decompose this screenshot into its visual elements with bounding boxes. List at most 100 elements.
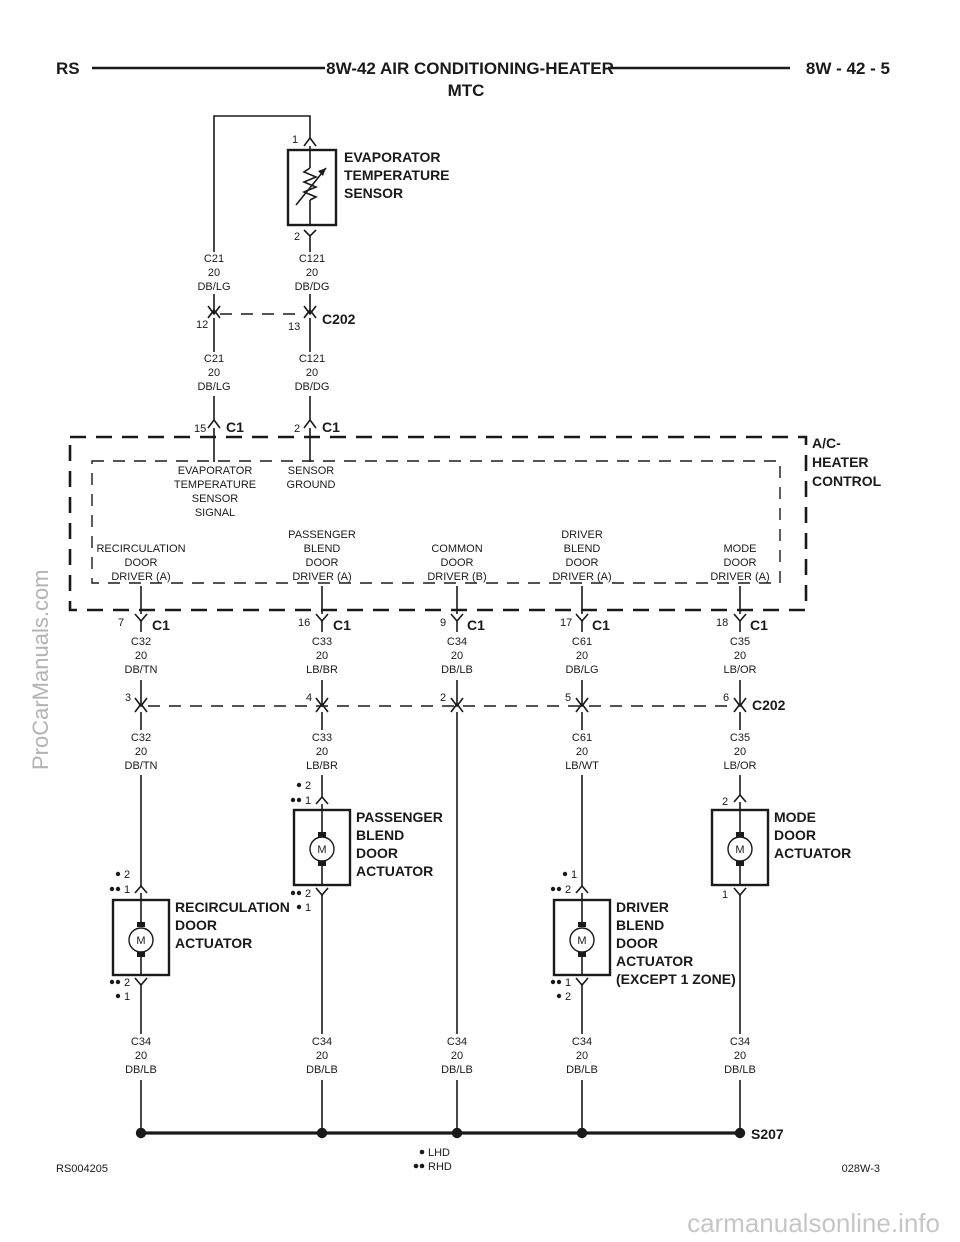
wire-label: DB/DG xyxy=(295,281,330,293)
function-label: DRIVER (A) xyxy=(552,571,611,583)
function-label: BLEND xyxy=(304,543,341,555)
pin-label: 3 xyxy=(125,692,131,704)
header-title-line1: 8W-42 AIR CONDITIONING-HEATER xyxy=(326,59,614,78)
function-label: DOOR xyxy=(125,557,158,569)
wire-label: 20 xyxy=(734,746,746,758)
pin-label: 2 xyxy=(294,423,300,435)
passenger-actuator-label: PASSENGER xyxy=(356,809,443,825)
pin-label: 1 xyxy=(722,889,728,901)
wire-label: C121 xyxy=(299,353,325,365)
wire-label: C61 xyxy=(572,732,592,744)
function-label: DRIVER (B) xyxy=(427,571,486,583)
wire-label: 20 xyxy=(208,367,220,379)
wire-label: C34 xyxy=(131,1036,151,1048)
wire-label: DB/TN xyxy=(125,664,158,676)
legend-lhd: LHD xyxy=(428,1147,450,1159)
motor-symbol: M xyxy=(577,935,586,947)
connector-c1-label: C1 xyxy=(152,617,170,633)
wire-label: DB/LB xyxy=(724,1064,756,1076)
evap-sensor-label: EVAPORATOR xyxy=(344,149,440,165)
function-label: DRIVER (A) xyxy=(292,571,351,583)
wire-label: 20 xyxy=(734,650,746,662)
figure-reference: 028W-3 xyxy=(842,1163,880,1175)
wire-label: DB/LB xyxy=(441,664,473,676)
recirc-actuator-label: ACTUATOR xyxy=(175,935,252,951)
wire-label: LB/WT xyxy=(565,760,599,772)
pin-label: 13 xyxy=(288,321,300,333)
wire-label: 20 xyxy=(306,367,318,379)
wire-label: DB/LB xyxy=(566,1064,598,1076)
control-label: CONTROL xyxy=(812,473,882,489)
evap-sensor-label: SENSOR xyxy=(344,185,403,201)
wire-label: LB/OR xyxy=(723,664,756,676)
mode-actuator-label: DOOR xyxy=(774,827,816,843)
pin-label: 16 xyxy=(298,617,310,629)
pin-label: 18 xyxy=(716,617,728,629)
pin-label: 15 xyxy=(194,423,206,435)
motor-symbol: M xyxy=(735,844,744,856)
motor-symbol: M xyxy=(317,844,326,856)
wire-label: C21 xyxy=(204,353,224,365)
pin-label: 2 xyxy=(294,231,300,243)
driver-actuator-label: (EXCEPT 1 ZONE) xyxy=(616,971,736,987)
pin-label: 6 xyxy=(723,692,729,704)
connector-c1-label: C1 xyxy=(592,617,610,633)
wire-label: 20 xyxy=(316,1050,328,1062)
function-label: COMMON xyxy=(431,543,482,555)
legend-rhd: RHD xyxy=(428,1161,452,1173)
pin-label: 2 xyxy=(565,991,571,1003)
mode-actuator-label: ACTUATOR xyxy=(774,845,851,861)
mode-actuator-label: MODE xyxy=(774,809,816,825)
wire-label: C21 xyxy=(204,253,224,265)
wire-label: 20 xyxy=(451,1050,463,1062)
wire-c21-upper xyxy=(213,115,311,252)
wire-label: LB/OR xyxy=(723,760,756,772)
splice-s207-label: S207 xyxy=(751,1126,784,1142)
motor-symbol: M xyxy=(136,935,145,947)
wire-label: DB/LG xyxy=(197,381,230,393)
driver-blend-door-actuator-box: M xyxy=(552,898,612,977)
wire-label: 20 xyxy=(576,1050,588,1062)
wire-label: 20 xyxy=(316,650,328,662)
function-label: DRIVER (A) xyxy=(710,571,769,583)
wire-label: C34 xyxy=(572,1036,592,1048)
function-label: DOOR xyxy=(306,557,339,569)
wire-label: C34 xyxy=(447,636,467,648)
bottom-watermark: carmanualsonline.info xyxy=(687,1208,940,1238)
wire-label: 20 xyxy=(316,746,328,758)
wire-label: DB/LB xyxy=(125,1064,157,1076)
pin-label: 1 xyxy=(565,977,571,989)
passenger-actuator-label: DOOR xyxy=(356,845,398,861)
c202-lower-connector xyxy=(134,680,747,713)
pin-label: 2 xyxy=(305,888,311,900)
pin-label: 1 xyxy=(305,795,311,807)
driver-actuator-label: DOOR xyxy=(616,935,658,951)
driver-actuator-label: BLEND xyxy=(616,917,664,933)
function-label: PASSENGER xyxy=(288,529,356,541)
mode-door-actuator-box: M xyxy=(710,808,770,887)
pin-label: 2 xyxy=(305,780,311,792)
wire-label: C35 xyxy=(730,732,750,744)
pin-label: 9 xyxy=(440,617,446,629)
pin-label: 1 xyxy=(124,991,130,1003)
pin-label: 5 xyxy=(565,692,571,704)
connector-c202-lower: C202 xyxy=(752,697,786,713)
driver-actuator-label: ACTUATOR xyxy=(616,953,693,969)
wire-label: C34 xyxy=(730,1036,750,1048)
wire-label: C33 xyxy=(312,636,332,648)
recirculation-door-actuator-box: M xyxy=(111,898,171,977)
evap-sensor-label: TEMPERATURE xyxy=(344,167,450,183)
ac-heater-control-module xyxy=(68,435,808,612)
function-label: EVAPORATOR xyxy=(178,465,253,477)
pin-label: 2 xyxy=(565,884,571,896)
function-label: DRIVER (A) xyxy=(111,571,170,583)
function-label: DOOR xyxy=(566,557,599,569)
function-label: TEMPERATURE xyxy=(174,479,256,491)
pin-label: 7 xyxy=(118,617,124,629)
connector-c1-label: C1 xyxy=(333,617,351,633)
wire-label: DB/LB xyxy=(441,1064,473,1076)
pin-label: 2 xyxy=(124,977,130,989)
wire-label: 20 xyxy=(576,746,588,758)
function-label: RECIRCULATION xyxy=(96,543,185,555)
